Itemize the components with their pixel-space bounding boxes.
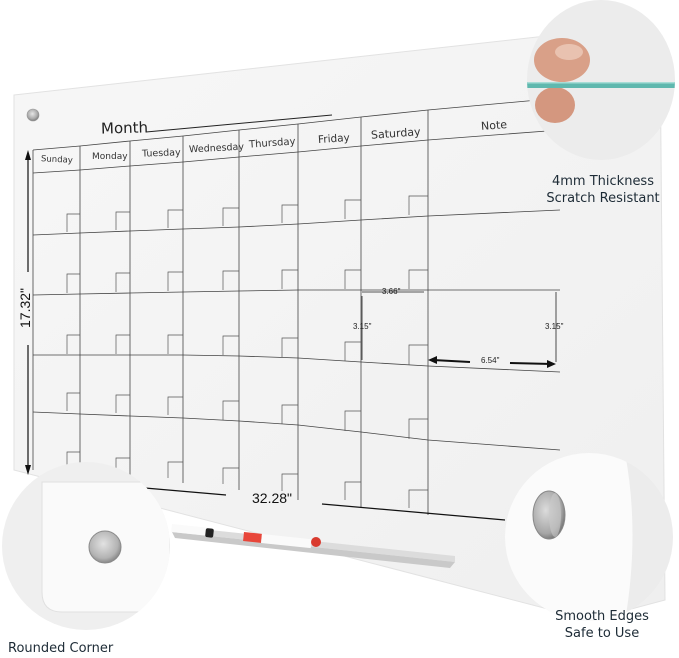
day-header-friday: Friday xyxy=(317,131,351,147)
day-header-monday: Monday xyxy=(92,152,128,162)
cell-width-label: 3.66" xyxy=(382,287,401,296)
thickness-caption-line1: 4mm Thickness xyxy=(552,174,654,189)
day-header-sunday: Sunday xyxy=(40,154,74,166)
thickness-caption-line2: Scratch Resistant xyxy=(546,191,660,206)
edges-caption-line2: Safe to Use xyxy=(564,626,640,641)
note-label: Note xyxy=(480,118,508,133)
month-label: Month xyxy=(100,118,149,138)
rounded-corner-photo xyxy=(41,481,170,613)
cell-height-label-left: 3.15" xyxy=(353,322,372,331)
smooth-edge-photo xyxy=(505,453,633,621)
corner-caption: Rounded Corner xyxy=(8,640,158,657)
height-dimension-label: 17.32" xyxy=(17,287,34,329)
edges-caption: Smooth Edges Safe to Use xyxy=(532,608,672,642)
cell-height-label-right: 3.15" xyxy=(545,322,564,331)
edges-callout-circle xyxy=(505,453,673,621)
thickness-callout-circle xyxy=(527,0,675,160)
glass-edge-photo xyxy=(527,38,675,123)
thickness-caption: 4mm Thickness Scratch Resistant xyxy=(528,173,678,207)
corner-callout-circle xyxy=(2,462,170,630)
note-width-label: 6.54" xyxy=(481,356,500,365)
edges-caption-line1: Smooth Edges xyxy=(555,609,649,624)
day-header-tuesday: Tuesday xyxy=(141,147,181,160)
width-dimension-label: 32.28" xyxy=(252,490,293,506)
corner-caption-line1: Rounded Corner xyxy=(8,641,114,656)
